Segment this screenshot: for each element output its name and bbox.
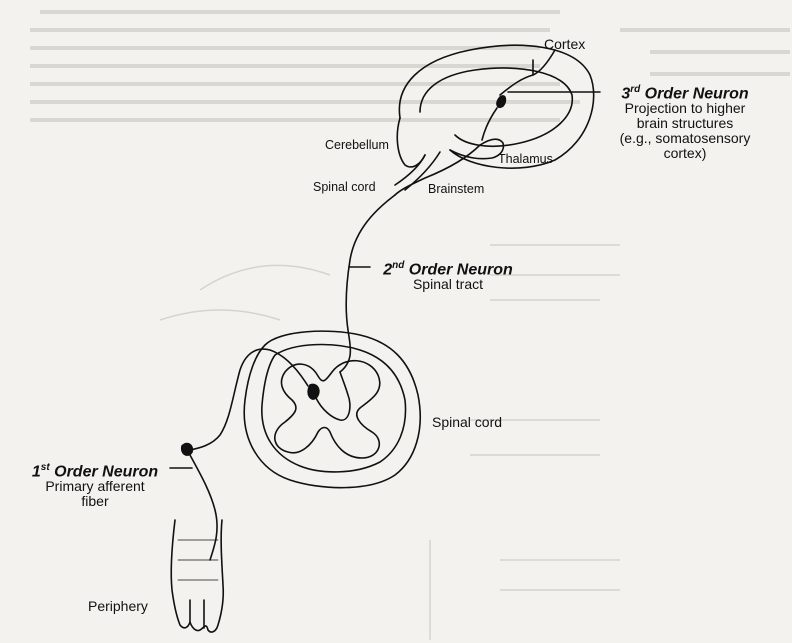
paw-outline bbox=[171, 520, 223, 632]
third-order-desc-1: Projection to higher bbox=[590, 101, 780, 116]
brainstem-label: Brainstem bbox=[428, 182, 484, 197]
first-order-neuron-block: 1st Order Neuron Primary afferent fiber bbox=[14, 460, 176, 509]
third-order-desc-4: cortex) bbox=[590, 146, 780, 161]
bleed-through-figure bbox=[160, 245, 620, 640]
cortex-label: Cortex bbox=[544, 36, 585, 53]
third-order-axon-down bbox=[482, 108, 497, 140]
first-order-soma bbox=[182, 444, 193, 456]
gray-matter-butterfly bbox=[275, 361, 380, 458]
cortex-axon-top bbox=[500, 50, 555, 95]
first-order-title: 1st Order Neuron bbox=[14, 460, 176, 479]
third-order-desc-3: (e.g., somatosensory bbox=[590, 131, 780, 146]
cortex-inner-fold bbox=[420, 68, 572, 146]
third-order-desc-2: brain structures bbox=[590, 116, 780, 131]
cerebellum-outline bbox=[397, 118, 425, 167]
spinal-cord-outer bbox=[244, 331, 420, 488]
thalamus-label: Thalamus bbox=[498, 152, 553, 167]
cortex-outline bbox=[399, 45, 593, 168]
second-order-neuron-block: 2nd Order Neuron Spinal tract bbox=[368, 258, 528, 292]
spinal-cord-upper-label: Spinal cord bbox=[313, 180, 376, 195]
third-order-soma bbox=[497, 96, 505, 107]
third-order-title: 3rd Order Neuron bbox=[590, 82, 780, 101]
first-order-fiber-distal bbox=[190, 455, 217, 560]
periphery-label: Periphery bbox=[88, 598, 148, 615]
spinal-cord-lower-label: Spinal cord bbox=[432, 414, 502, 431]
first-order-desc-1: Primary afferent bbox=[14, 479, 176, 494]
third-order-neuron-block: 3rd Order Neuron Projection to higher br… bbox=[590, 82, 780, 161]
paw-texture bbox=[178, 540, 218, 580]
cerebellum-label: Cerebellum bbox=[325, 138, 389, 153]
second-order-desc-1: Spinal tract bbox=[368, 277, 528, 292]
first-order-desc-2: fiber bbox=[14, 494, 176, 509]
second-order-soma bbox=[308, 384, 319, 399]
spinal-cord-middle bbox=[262, 345, 406, 472]
second-order-title: 2nd Order Neuron bbox=[368, 258, 528, 277]
